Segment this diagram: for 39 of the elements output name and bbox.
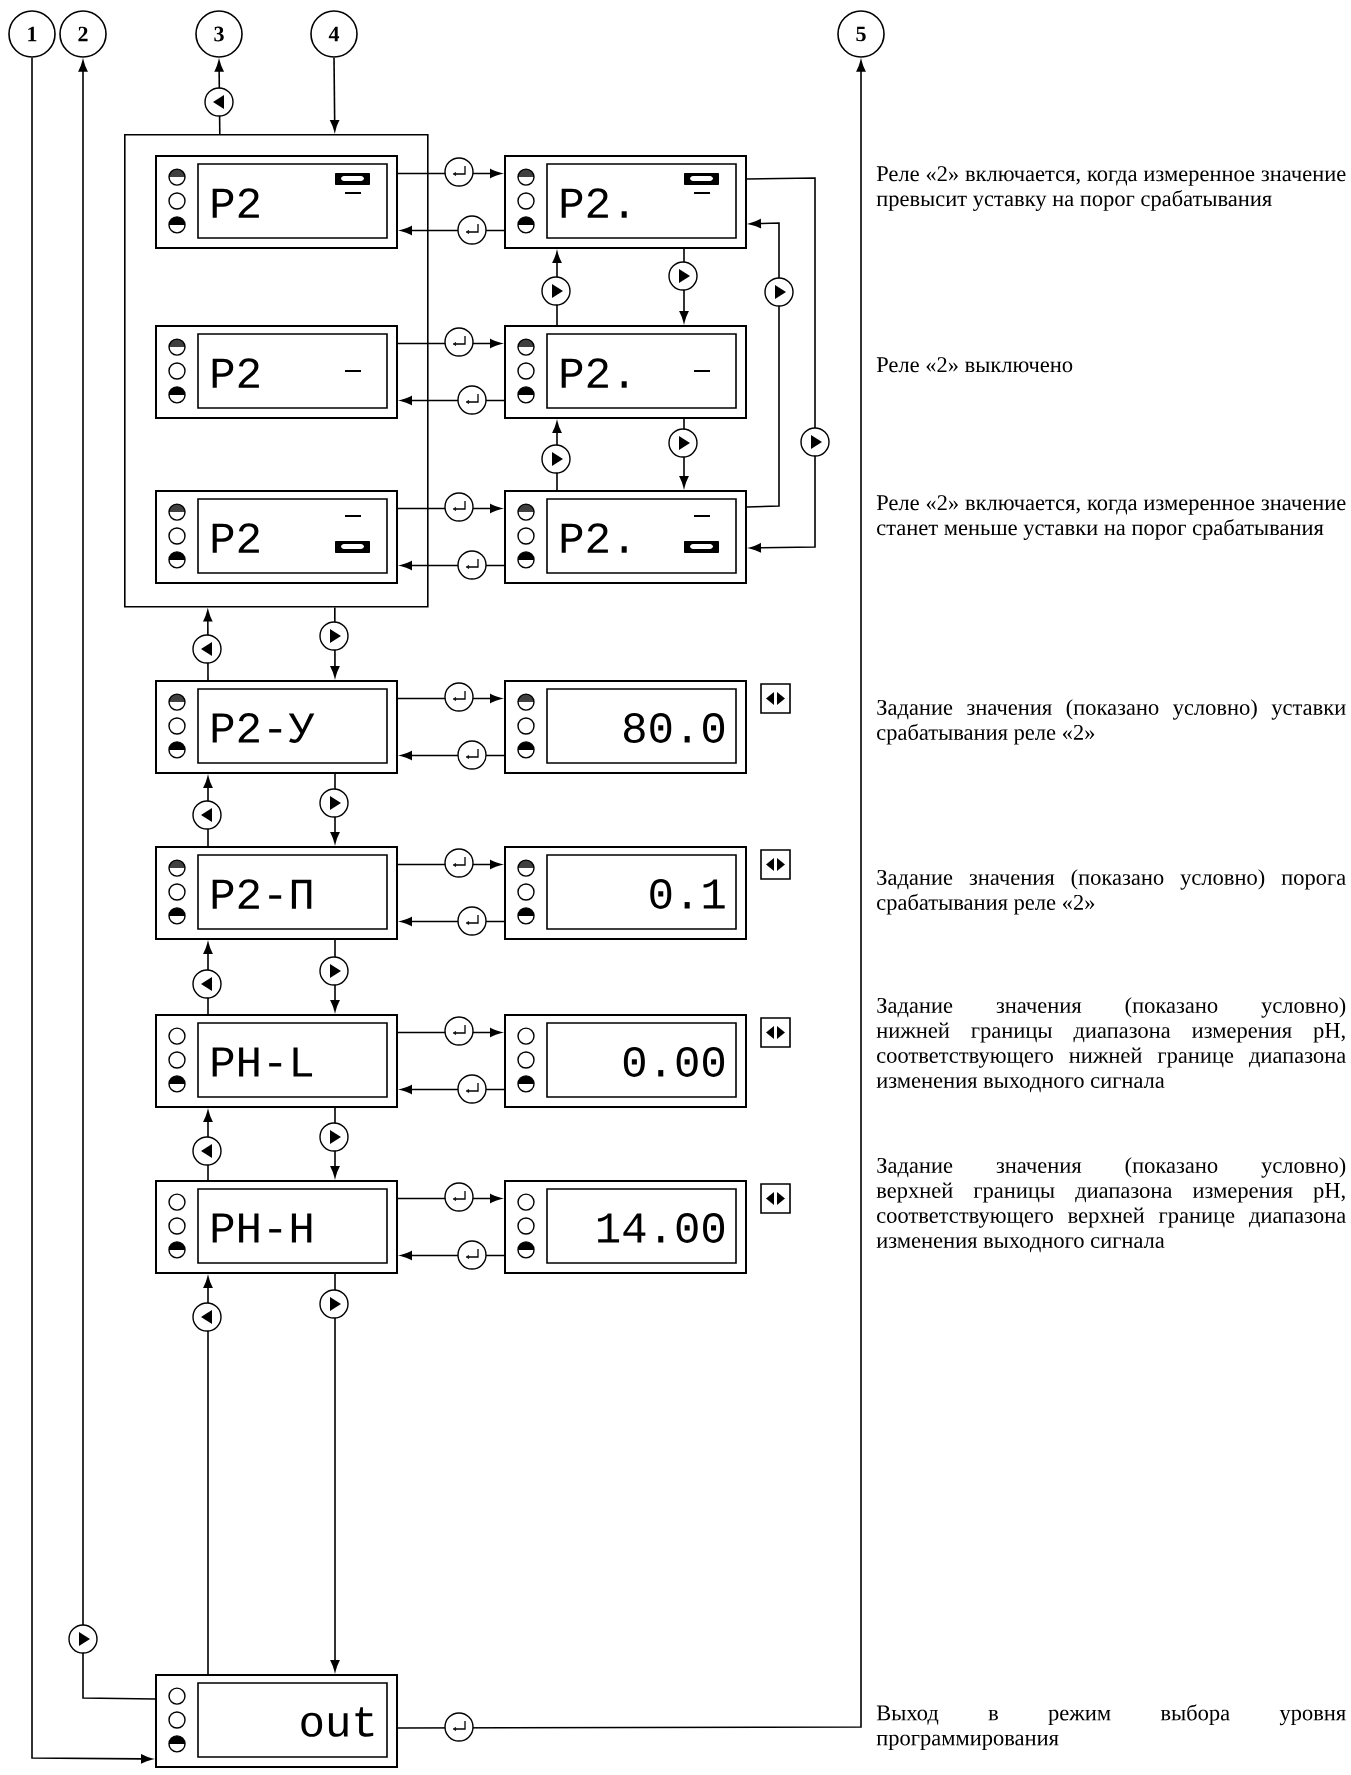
note-text: Задание значения (показано условно) уставки срабатывания реле «2» xyxy=(877,699,1346,745)
display-panel: P2. xyxy=(504,325,747,419)
arrow xyxy=(78,60,156,1700)
note-text: Реле «2» включается, когда измеренное значение превысит уставку на порог срабатывания xyxy=(876,166,1346,211)
arrow xyxy=(397,1194,502,1203)
display-panel: P2. xyxy=(504,490,747,584)
arrow xyxy=(397,694,502,703)
display-panel: 0.00 xyxy=(504,1014,747,1108)
display-panel: P2 xyxy=(155,490,398,584)
note-text: Задание значения (показано условно) порога срабатывания реле «2» xyxy=(877,869,1346,915)
arrow xyxy=(330,1273,340,1672)
display-panel: out xyxy=(155,1674,398,1768)
display-panel: P2-П xyxy=(155,846,398,940)
display-panel: 0.1 xyxy=(504,846,747,940)
arrow xyxy=(397,860,502,869)
arrow xyxy=(203,1276,213,1675)
display-panel: PH-L xyxy=(155,1014,398,1108)
arrow xyxy=(397,339,502,348)
arrow xyxy=(397,1028,502,1037)
arrow xyxy=(746,219,780,508)
display-panel: PH-H xyxy=(155,1180,398,1274)
display-panel: P2 xyxy=(155,325,398,419)
note-text: Выход в режим выбора уровня программирования xyxy=(876,1704,1346,1751)
note-text: Реле «2» выключено xyxy=(876,357,1073,373)
display-panel: P2. xyxy=(504,155,747,249)
arrow xyxy=(31,57,153,1764)
arrow xyxy=(397,169,502,178)
arrow xyxy=(330,57,340,132)
note-text: Задание значения (показано условно) верхней границы диапазона измерения pH, соответствующего верхней границе диапазона изменения выходного сигнала xyxy=(876,1157,1346,1253)
arrow xyxy=(397,60,866,1729)
display-panel: P2-У xyxy=(155,680,398,774)
display-panel: 80.0 xyxy=(504,680,747,774)
group-frame xyxy=(124,134,429,608)
note-text: Реле «2» включается, когда измеренное значение станет меньше уставки на порог срабатывания xyxy=(876,495,1346,540)
display-panel: P2 xyxy=(155,155,398,249)
display-panel: 14.00 xyxy=(504,1180,747,1274)
arrow xyxy=(746,177,816,553)
arrow xyxy=(397,504,502,513)
note-text: Задание значения (показано условно) нижней границы диапазона измерения pH, соответствующего нижней границе диапазона изменения выходного сигнала xyxy=(876,997,1346,1093)
